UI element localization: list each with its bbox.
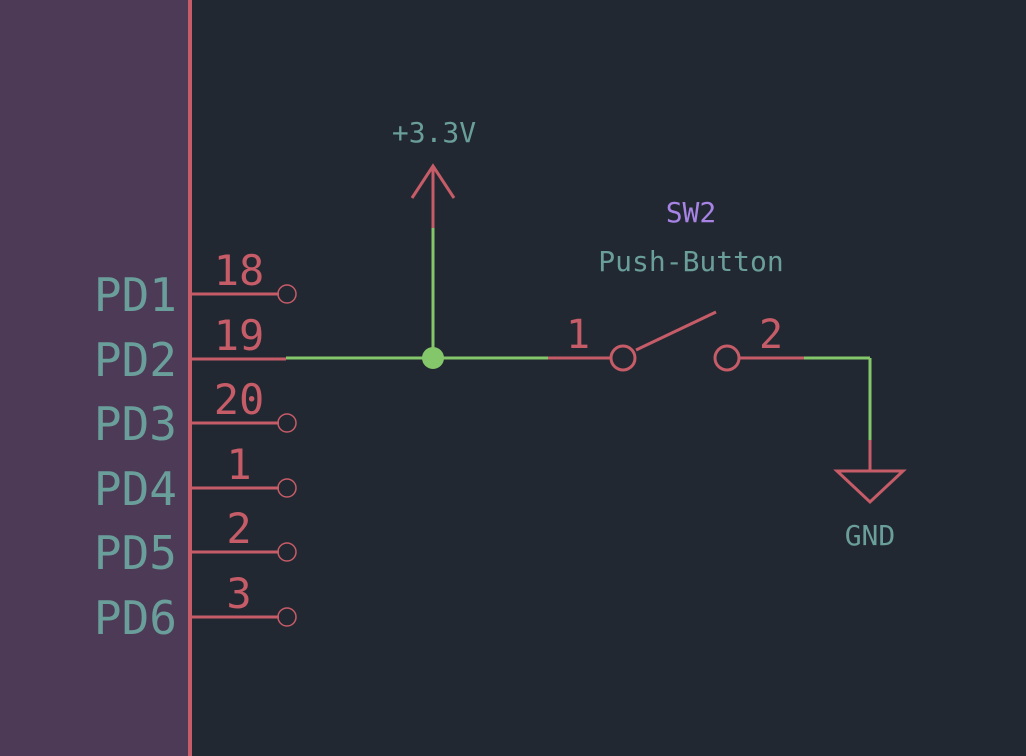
ic-body[interactable] [0, 0, 190, 756]
ground-label: GND [845, 519, 896, 552]
switch-sw2[interactable]: 1 2 SW2 Push-Button [548, 196, 804, 372]
pin-number: 18 [214, 246, 265, 295]
ic-pin-pd1[interactable]: PD1 18 [94, 246, 297, 322]
pin-name: PD3 [94, 397, 177, 451]
ic-pin-pd5[interactable]: PD5 2 [94, 504, 297, 580]
switch-reference: SW2 [666, 196, 717, 229]
switch-contact-1 [609, 344, 637, 372]
unconnected-pin-marker [277, 542, 297, 562]
ground-symbol[interactable]: GND [833, 440, 907, 552]
unconnected-pin-marker [277, 284, 297, 304]
unconnected-pin-marker [277, 413, 297, 433]
pin-number: 2 [226, 504, 251, 553]
switch-pin1-number: 1 [566, 312, 590, 358]
ic-pin-pd3[interactable]: PD3 20 [94, 375, 297, 451]
junction-dot[interactable] [422, 347, 444, 369]
unconnected-pin-marker [277, 607, 297, 627]
pin-name: PD1 [94, 268, 177, 322]
power-label: +3.3V [392, 116, 476, 149]
pin-name: PD2 [94, 333, 177, 387]
switch-pin2-number: 2 [759, 312, 783, 358]
ic-pin-pd2[interactable]: PD2 19 [94, 311, 286, 387]
pin-number: 19 [214, 311, 265, 360]
wires [286, 228, 872, 440]
ic-pin-pd6[interactable]: PD6 3 [94, 569, 297, 645]
pin-number: 3 [226, 569, 251, 618]
switch-contact-2 [713, 344, 741, 372]
unconnected-pin-marker [277, 478, 297, 498]
power-symbol-3v3[interactable]: +3.3V [392, 116, 476, 228]
pin-number: 1 [226, 440, 251, 489]
ic-pin-pd4[interactable]: PD4 1 [94, 440, 297, 516]
switch-value: Push-Button [598, 245, 783, 278]
pin-number: 20 [214, 375, 265, 424]
pin-name: PD6 [94, 591, 177, 645]
pin-name: PD5 [94, 526, 177, 580]
ground-icon [833, 469, 907, 505]
pin-name: PD4 [94, 462, 177, 516]
power-arrow-icon [410, 163, 456, 199]
switch-lever-icon [635, 310, 717, 352]
